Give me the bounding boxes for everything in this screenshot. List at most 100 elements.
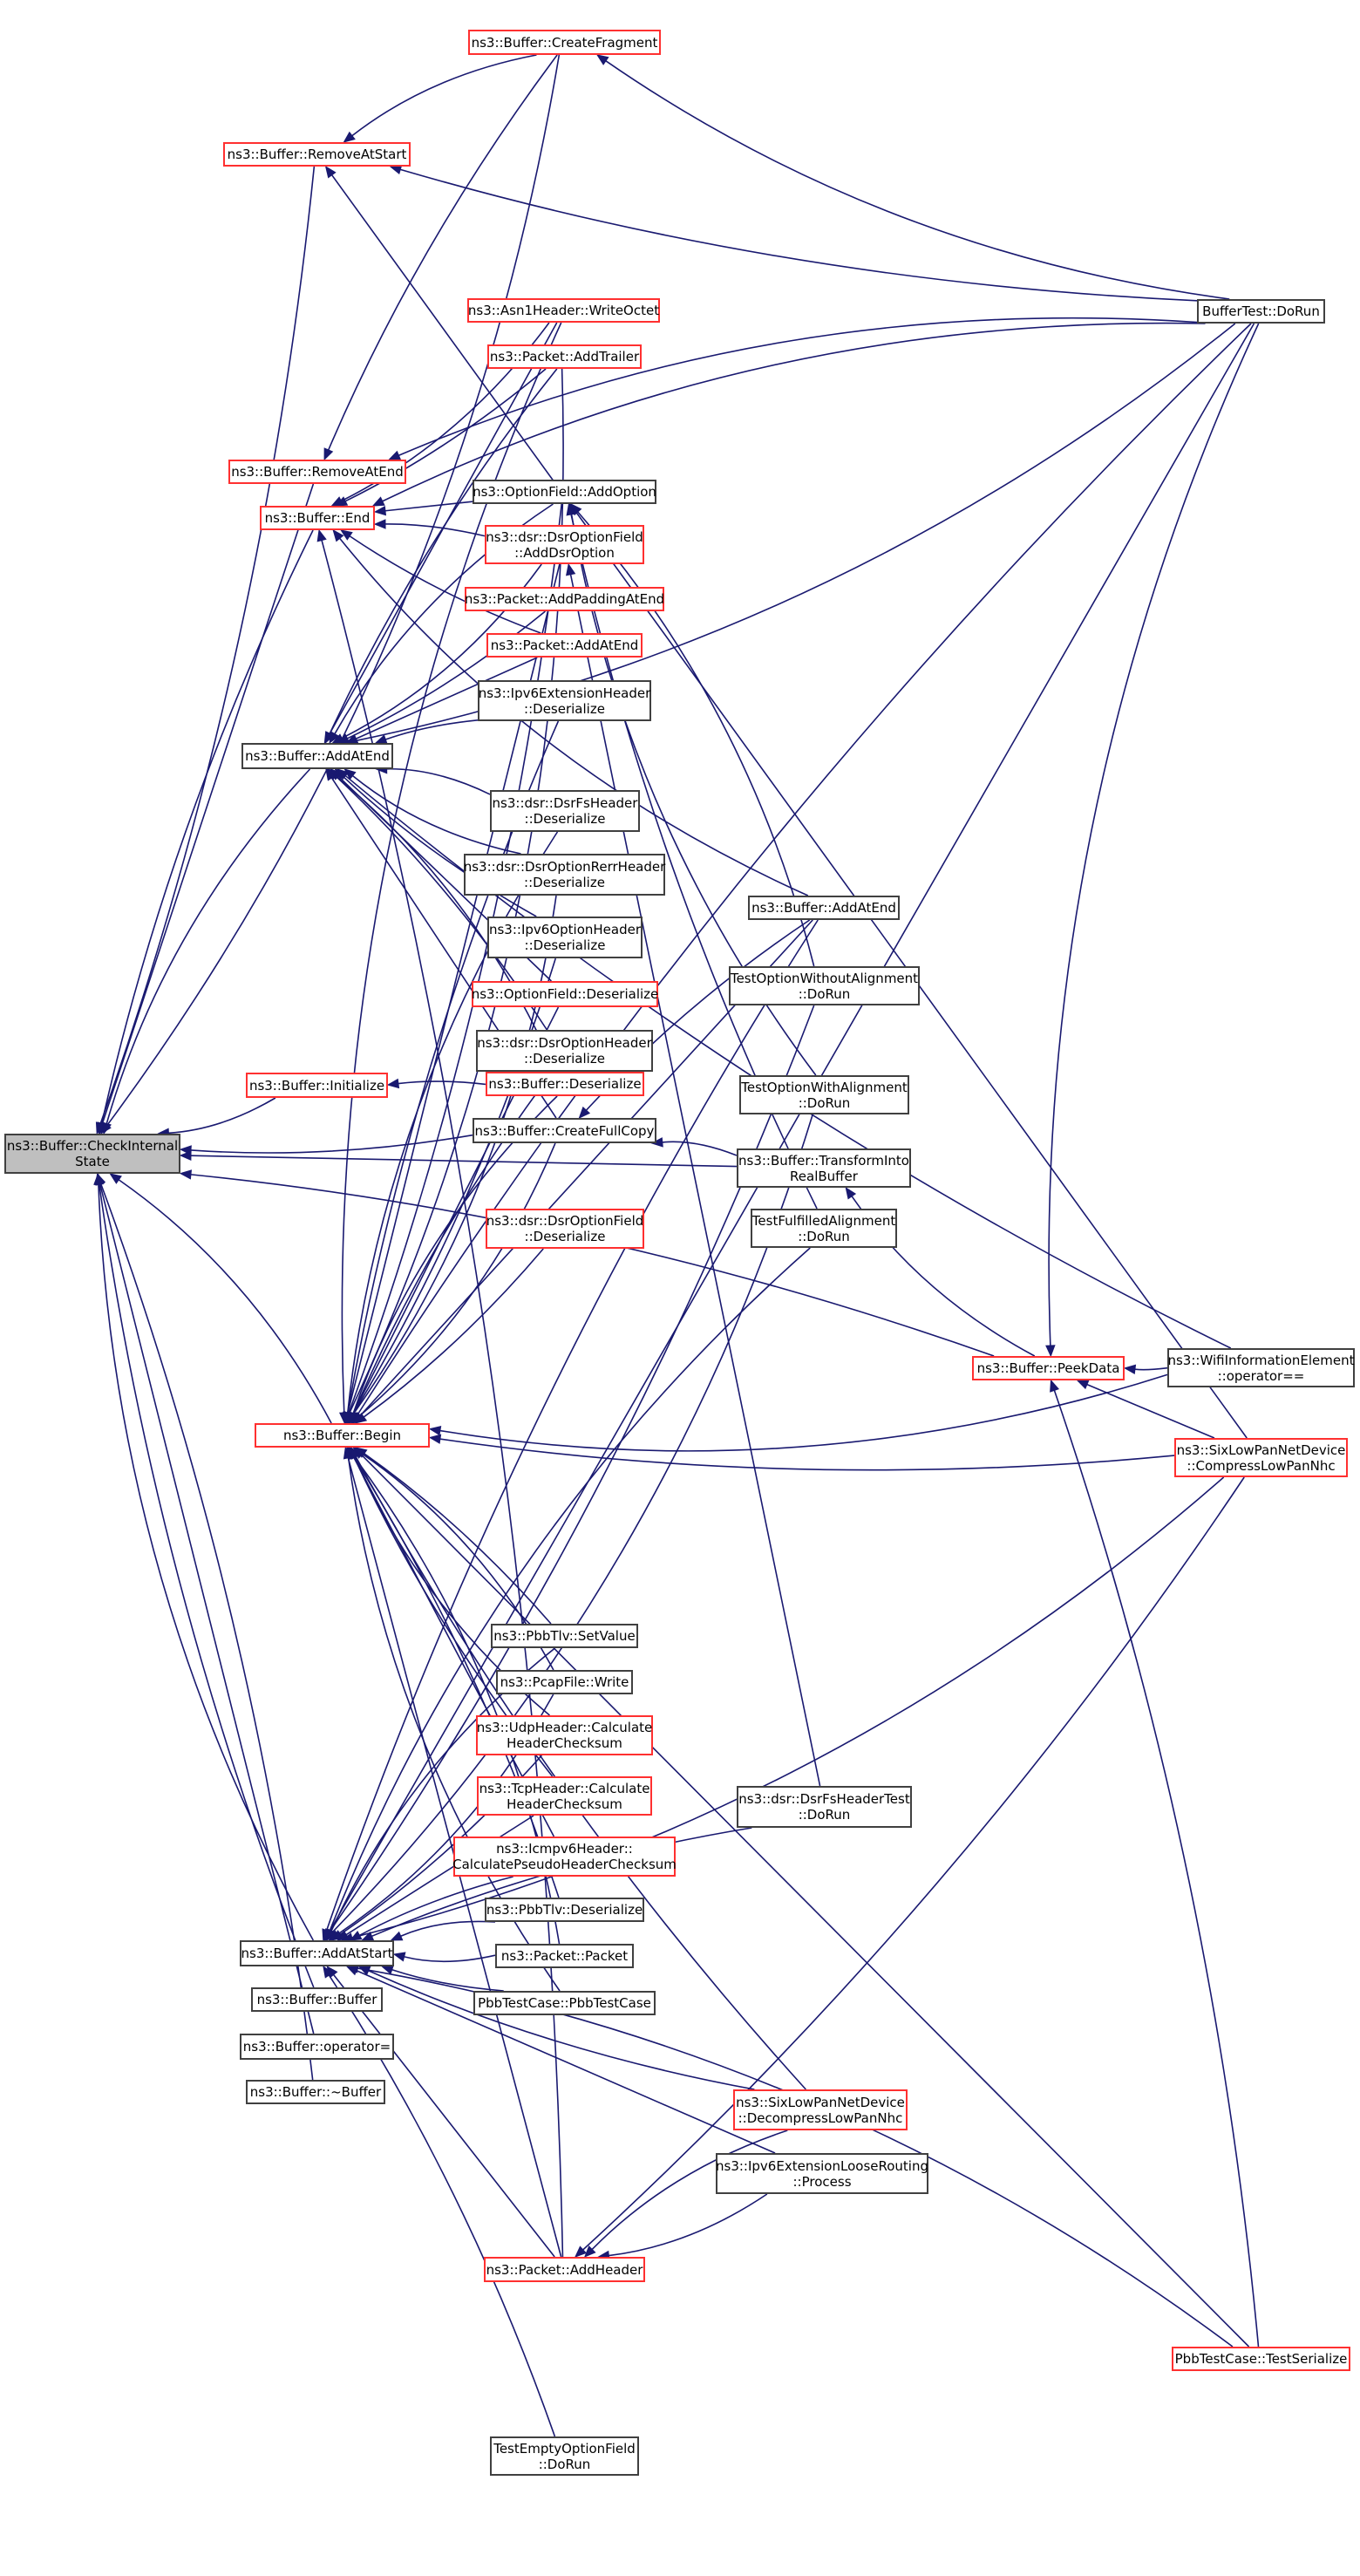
call-edge-buffer-test-to-end [382, 322, 1206, 502]
graph-node-packet-ctor[interactable]: ns3::Packet::Packet [495, 1944, 634, 1968]
arrowhead-icon [566, 562, 576, 576]
graph-node-ipv6opt-deser[interactable]: ns3::Ipv6OptionHeader ::Deserialize [487, 917, 643, 958]
graph-node-create-full-copy[interactable]: ns3::Buffer::CreateFullCopy [473, 1118, 656, 1143]
graph-node-dsr-opt-hdr-deser[interactable]: ns3::dsr::DsrOptionHeader ::Deserialize [476, 1030, 653, 1072]
graph-node-dsr-opt-field-deser[interactable]: ns3::dsr::DsrOptionField ::Deserialize [486, 1209, 644, 1249]
graph-node-loose-routing[interactable]: ns3::Ipv6ExtensionLooseRouting ::Process [716, 2153, 928, 2194]
arrowhead-icon [329, 731, 340, 745]
graph-node-label: PbbTestCase::TestSerialize [1174, 2351, 1348, 2367]
call-edge-add-at-end-to-check-internal [105, 768, 311, 1124]
graph-node-label: TestFulfilledAlignment ::DoRun [751, 1212, 896, 1244]
call-edge-packet-add-at-end-to-add-at-end [356, 657, 538, 739]
graph-node-add-trailer[interactable]: ns3::Packet::AddTrailer [487, 344, 642, 369]
graph-node-compress-nhc[interactable]: ns3::SixLowPanNetDevice ::CompressLowPan… [1174, 1438, 1348, 1477]
graph-node-icmp-checksum[interactable]: ns3::Icmpv6Header:: CalculatePseudoHeade… [452, 1837, 677, 1877]
call-edge-loose-routing-to-add-at-start [356, 1970, 776, 2154]
call-edge-buffer-test-to-add-at-start [329, 323, 1255, 1932]
graph-node-test-without[interactable]: TestOptionWithoutAlignment ::DoRun [729, 966, 920, 1005]
call-edge-dsr-rerr-deser-to-add-at-end [352, 774, 521, 855]
graph-node-add-header[interactable]: ns3::Packet::AddHeader [484, 2257, 645, 2282]
arrowhead-icon [578, 1106, 591, 1119]
arrowhead-icon [325, 767, 337, 781]
call-edge-compress-nhc-to-remove-at-start [331, 174, 1248, 1439]
call-edge-transform-to-create-full-copy [662, 1141, 738, 1156]
graph-node-test-serialize[interactable]: PbbTestCase::TestSerialize [1172, 2347, 1350, 2371]
call-edge-buffer-deser-to-initialize [398, 1080, 486, 1086]
graph-node-decompress-nhc[interactable]: ns3::SixLowPanNetDevice ::DecompressLowP… [733, 2089, 908, 2130]
graph-node-dsr-fs-deser[interactable]: ns3::dsr::DsrFsHeader ::Deserialize [490, 790, 640, 832]
graph-node-write-octet[interactable]: ns3::Asn1Header::WriteOctet [467, 298, 660, 323]
graph-node-ipv6ext-deser[interactable]: ns3::Ipv6ExtensionHeader ::Deserialize [478, 680, 651, 721]
graph-node-label: ns3::Buffer::End [264, 510, 371, 526]
call-edge-test-fulfilled-to-add-at-start [329, 1247, 811, 1932]
graph-node-begin[interactable]: ns3::Buffer::Begin [255, 1423, 430, 1448]
call-edge-wifi-eq-to-begin [439, 1373, 1168, 1452]
graph-node-buffer-deser[interactable]: ns3::Buffer::Deserialize [486, 1072, 644, 1096]
graph-node-remove-at-end[interactable]: ns3::Buffer::RemoveAtEnd [228, 460, 406, 484]
graph-node-test-empty[interactable]: TestEmptyOptionField ::DoRun [490, 2436, 639, 2476]
graph-node-end[interactable]: ns3::Buffer::End [260, 506, 375, 530]
graph-node-label: ns3::dsr::DsrOptionRerrHeader ::Deserial… [463, 859, 666, 890]
graph-node-label: ns3::dsr::DsrOptionField ::AddDsrOption [486, 528, 643, 561]
arrowhead-icon [343, 131, 356, 143]
graph-node-add-at-start[interactable]: ns3::Buffer::AddAtStart [240, 1940, 394, 1966]
call-edge-dsr-opt-hdr-deser-to-begin [352, 1071, 554, 1414]
graph-node-label: ns3::Packet::AddTrailer [489, 349, 640, 365]
graph-node-label: TestEmptyOptionField ::DoRun [493, 2440, 636, 2472]
graph-node-peek-data[interactable]: ns3::Buffer::PeekData [972, 1356, 1125, 1380]
graph-node-add-padding-at-end[interactable]: ns3::Packet::AddPaddingAtEnd [465, 587, 664, 611]
graph-node-opt-field-deser[interactable]: ns3::OptionField::Deserialize [472, 981, 658, 1007]
arrowhead-icon [1045, 1345, 1056, 1358]
graph-node-transform[interactable]: ns3::Buffer::TransformInto RealBuffer [737, 1148, 911, 1188]
graph-node-buffer-test[interactable]: BufferTest::DoRun [1197, 299, 1325, 324]
graph-node-packet-add-at-end[interactable]: ns3::Packet::AddAtEnd [486, 633, 643, 658]
arrowhead-icon [392, 1952, 406, 1962]
call-edge-test-without-to-add-option [577, 511, 815, 967]
arrowhead-icon [428, 1425, 442, 1436]
call-edge-decompress-nhc-to-add-header [591, 2130, 788, 2251]
graph-node-label: ns3::Icmpv6Header:: CalculatePseudoHeade… [452, 1841, 677, 1872]
graph-node-label: ns3::UdpHeader::Calculate HeaderChecksum [476, 1720, 653, 1751]
graph-node-add-at-end2[interactable]: ns3::Buffer::AddAtEnd [748, 896, 900, 920]
arrowhead-icon [361, 1931, 375, 1941]
arrowhead-icon [323, 447, 334, 461]
graph-node-tcp-checksum[interactable]: ns3::TcpHeader::Calculate HeaderChecksum [477, 1776, 652, 1816]
graph-node-test-with[interactable]: TestOptionWithAlignment ::DoRun [739, 1075, 909, 1114]
graph-node-pbb-set-value[interactable]: ns3::PbbTlv::SetValue [491, 1624, 638, 1648]
arrowhead-icon [350, 1446, 361, 1460]
call-edge-buffer-test-to-remove-at-end [398, 317, 1198, 457]
graph-node-add-at-end[interactable]: ns3::Buffer::AddAtEnd [241, 743, 393, 769]
graph-node-label: ns3::Buffer::CreateFragment [471, 34, 658, 51]
graph-node-label: ns3::Ipv6OptionHeader ::Deserialize [488, 922, 642, 953]
arrowhead-icon [357, 1966, 371, 1976]
arrowhead-icon [109, 1173, 122, 1184]
arrowhead-icon [323, 1965, 334, 1979]
graph-node-add-option[interactable]: ns3::OptionField::AddOption [473, 480, 656, 504]
graph-node-pbb-test-case[interactable]: PbbTestCase::PbbTestCase [473, 1991, 656, 2015]
call-edge-add-padding-at-end-to-add-at-end [347, 610, 546, 739]
graph-node-label: PbbTestCase::PbbTestCase [478, 1995, 651, 2011]
arrowhead-icon [337, 768, 350, 780]
graph-node-wifi-eq[interactable]: ns3::WifiInformationElement ::operator== [1167, 1348, 1355, 1387]
arrowhead-icon [1123, 1364, 1137, 1374]
graph-node-dsr-fs-test[interactable]: ns3::dsr::DsrFsHeaderTest ::DoRun [737, 1786, 912, 1828]
call-edge-remove-at-start-to-check-internal [99, 166, 316, 1124]
graph-node-pcap-write[interactable]: ns3::PcapFile::Write [496, 1670, 633, 1694]
graph-node-udp-checksum[interactable]: ns3::UdpHeader::Calculate HeaderChecksum [476, 1715, 653, 1755]
graph-node-initialize[interactable]: ns3::Buffer::Initialize [246, 1073, 388, 1098]
graph-node-test-fulfilled[interactable]: TestFulfilledAlignment ::DoRun [751, 1209, 897, 1248]
arrowhead-icon [389, 164, 403, 175]
graph-node-buffer-dtor[interactable]: ns3::Buffer::~Buffer [246, 2080, 385, 2104]
call-edge-buffer-test-to-begin [357, 323, 1252, 1415]
graph-node-remove-at-start[interactable]: ns3::Buffer::RemoveAtStart [223, 142, 411, 167]
call-edge-create-fragment-to-check-internal [106, 54, 561, 1126]
graph-node-create-fragment[interactable]: ns3::Buffer::CreateFragment [468, 30, 661, 55]
graph-node-buffer-assign[interactable]: ns3::Buffer::operator= [240, 2034, 394, 2060]
graph-node-pbb-deser[interactable]: ns3::PbbTlv::Deserialize [485, 1898, 644, 1922]
graph-node-buffer-ctor[interactable]: ns3::Buffer::Buffer [251, 1987, 383, 2012]
graph-node-add-dsr-option[interactable]: ns3::dsr::DsrOptionField ::AddDsrOption [485, 525, 644, 564]
graph-node-label: ns3::SixLowPanNetDevice ::CompressLowPan… [1176, 1441, 1346, 1474]
call-edge-create-full-copy-to-check-internal [190, 1134, 473, 1154]
call-edge-buffer-test-to-peek-data [1048, 323, 1260, 1346]
graph-node-dsr-rerr-deser[interactable]: ns3::dsr::DsrOptionRerrHeader ::Deserial… [464, 854, 665, 896]
